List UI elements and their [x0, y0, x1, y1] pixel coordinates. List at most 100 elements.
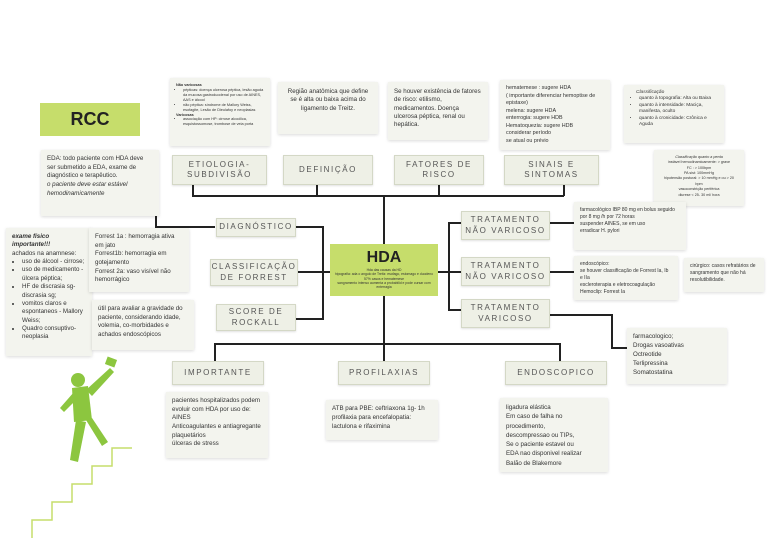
sinais-line: ( importante diferenciar hemoptise de ep…: [506, 92, 596, 107]
forrest-line: Forrest 1a : hemorragia ativa em jato: [95, 233, 175, 249]
connector-line: [296, 226, 324, 228]
hda-center-node[interactable]: HDA Hda das causas da HD hipografia: ada…: [330, 244, 438, 296]
tratamento-1-note: farmacológico IBP 80 mg en bolus seguido…: [574, 202, 686, 250]
stairs-figure-illustration: [31, 356, 132, 538]
connector-line: [611, 314, 613, 348]
figure-leg: [70, 420, 86, 462]
definicao-text: Região anatômica que define se é alta ou…: [287, 88, 369, 112]
profilaxias-line: ATB para PBE: ceftriaxona 1g- 1h: [332, 405, 425, 412]
connector-line: [214, 343, 216, 361]
trat1-line: farmacológico IBP 80 mg en bolus seguido…: [580, 207, 675, 220]
exame-item: uso de álcool - cirrose;: [22, 258, 86, 266]
trat1-line: suspender AINES, se em uso: [580, 221, 646, 227]
perda-line: diurese < 25- 30 ml/ hora: [678, 192, 720, 197]
eda-emphasis: o paciente deve estar estável hemodinami…: [47, 181, 128, 197]
varicoso-line: Somatostatina: [633, 368, 673, 376]
connector-line: [298, 271, 332, 273]
classificacao-item: quanto à topografia: Alta ou Baixa: [639, 96, 718, 102]
cirurgico-text: cirúrgico: casos refratários de sangrame…: [690, 263, 756, 283]
forrest-line: Forrest1b: hemorragia em gotejamento: [95, 250, 167, 267]
etiologia-heading-1: Não varicosas: [176, 83, 202, 87]
varicoso-line: Terlipressina: [633, 359, 668, 367]
etiologia-item: associação com HP: cirrose alcoólica, es…: [183, 117, 264, 127]
classificacao-title: Classificação: [636, 90, 665, 95]
tratamento-nao-varicoso-node-1[interactable]: TRATAMENTO NÃO VARICOSO: [461, 211, 550, 240]
sinais-note: hematemese : sugere HDA ( importante dif…: [500, 80, 610, 150]
tratamento-varicoso-node[interactable]: TRATAMENTO VARICOSO: [461, 299, 550, 328]
perda-line: PA sist: 100mmHg: [683, 171, 715, 176]
endoscopico-node[interactable]: ENDOSCOPICO: [505, 361, 607, 385]
etiologia-item: pépticas: doença ulcerosa péptica, lesão…: [183, 88, 264, 103]
importante-node[interactable]: IMPORTANTE: [172, 361, 264, 385]
profilaxias-note: ATB para PBE: ceftriaxona 1g- 1h profila…: [326, 400, 438, 440]
connector-line: [550, 314, 612, 316]
importante-line: Anticoagulantes e antiagregante plaquetá…: [172, 423, 261, 439]
connector-line: [192, 195, 564, 197]
connector-line: [316, 180, 318, 196]
sinais-sintomas-node[interactable]: SINAIS E SINTOMAS: [504, 155, 599, 185]
figure-leg: [86, 418, 108, 446]
perda-line: Classificação quanto a perda: [675, 155, 723, 159]
perda-note: Classificação quanto a perda instável he…: [654, 150, 744, 206]
fatores-note: Se houver existência de fatores de risco…: [388, 82, 488, 140]
connector-line: [383, 195, 385, 245]
etiologia-note: Não varicosas pépticas: doença ulcerosa …: [170, 78, 270, 146]
connector-line: [448, 309, 462, 311]
connector-line: [214, 343, 560, 345]
forrest-node[interactable]: CLASSIFICAÇÃO DE FORREST: [210, 259, 298, 286]
sinais-line: enterrogia: sugere HDB: [506, 115, 563, 122]
varicoso-line: Octreotide: [633, 350, 662, 358]
perda-line: instável hemodinamicamente: > grave: [667, 160, 731, 165]
profilaxias-line: profilaxia para encefalopatia: lactulona…: [332, 413, 412, 430]
sinais-line: se atual ou prévio: [506, 137, 549, 144]
endoscopico-line: Balão de Blakemore: [506, 459, 562, 467]
exame-title: exame físico importante!!!: [12, 233, 51, 249]
definicao-node[interactable]: DEFINIÇÃO: [283, 155, 373, 185]
rockall-node[interactable]: SCORE DE ROCKALL: [216, 304, 296, 331]
endoscopico-note: ligadura elástica Em caso de falha no pr…: [500, 398, 608, 472]
trat2-line: endoscópico:: [580, 261, 610, 267]
connector-line: [383, 343, 385, 361]
exame-item: HF de discrasia sg- discrasia sg;: [22, 283, 86, 300]
connector-line: [296, 318, 324, 320]
rcc-banner: RCC: [40, 103, 140, 136]
perda-line: FC : > 100bpm: [686, 165, 712, 170]
connector-line: [448, 222, 450, 310]
varicoso-line: Drogas vasoativas: [633, 341, 684, 349]
endoscopico-line: ligadura elástica: [506, 404, 551, 411]
importante-line: úlceras de stress: [172, 440, 219, 448]
connector-line: [438, 271, 462, 273]
endoscopico-line: Em caso de falha no procedimento,: [506, 413, 563, 430]
connector-line: [611, 347, 627, 349]
importante-note: pacientes hospitalizados podem evoluir c…: [166, 392, 268, 458]
diagnostico-node[interactable]: DIAGNÓSTICO: [216, 218, 296, 237]
fatores-risco-node[interactable]: FATORES DE RISCO: [394, 155, 484, 185]
profilaxias-node[interactable]: PROFILAXIAS: [338, 361, 430, 385]
figure-body: [72, 386, 92, 422]
center-line: Hda das causas da HD: [366, 268, 402, 272]
connector-line: [550, 271, 574, 273]
figure-arm: [60, 392, 78, 412]
tratamento-nao-varicoso-node-2[interactable]: TRATAMENTO NÃO VARICOSO: [461, 257, 550, 286]
center-line: sangramento intenso aumenta a probabilid…: [337, 280, 431, 289]
center-title: HDA: [366, 249, 402, 266]
endoscopico-line: descompressao ou TIPs,: [506, 431, 575, 439]
cirurgico-note: cirúrgico: casos refratários de sangrame…: [684, 258, 764, 292]
exame-sub: achados na anamnese:: [12, 249, 77, 257]
figure-head: [71, 373, 85, 387]
forrest-note: Forrest 1a : hemorragia ativa em jato Fo…: [89, 228, 189, 292]
sinais-line: melena: sugere HDA: [506, 107, 557, 114]
eda-note: EDA: todo paciente com HDA deve ser subm…: [41, 150, 159, 216]
center-line: 57% casos e hematemese: [364, 276, 404, 281]
classificacao-note: Classificação quanto à topografia: Alta …: [624, 85, 724, 143]
fatores-text: Se houver existência de fatores de risco…: [394, 88, 481, 129]
exame-item: Quadro consuptivo- neoplasia: [22, 325, 86, 342]
connector-line: [322, 226, 324, 320]
figure-arm: [86, 368, 114, 396]
connector-line: [383, 296, 385, 344]
rcc-label: RCC: [70, 109, 110, 129]
exame-note: exame físico importante!!! achados na an…: [6, 228, 92, 356]
center-line: hipografia: ada o angulo de Treitz: esof…: [334, 272, 434, 277]
connector-line: [155, 226, 215, 228]
etiologia-node[interactable]: ETIOLOGIA-SUBDIVISÃO: [172, 155, 267, 185]
